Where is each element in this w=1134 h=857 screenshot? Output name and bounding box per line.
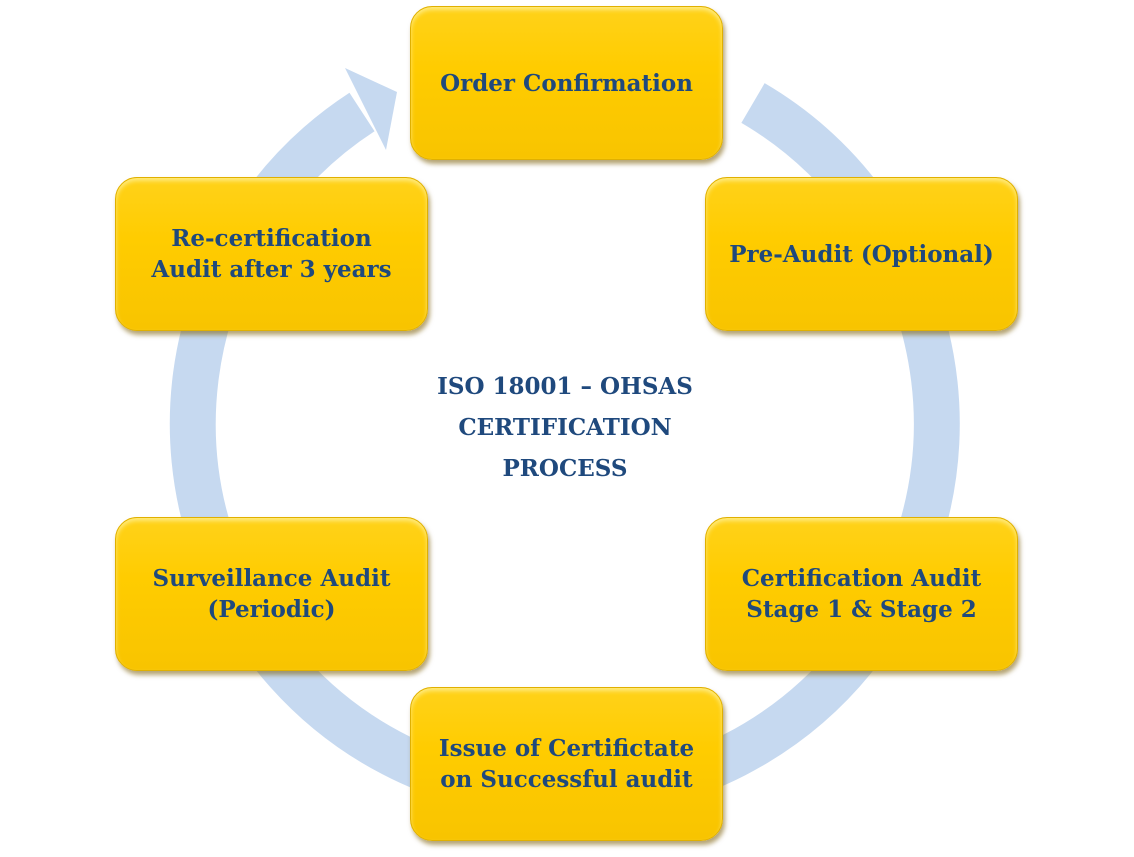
step-label: Audit after 3 years [151,256,392,283]
step-label: Order Confirmation [440,69,693,97]
title-line: PROCESS [502,455,628,482]
step-label: (Periodic) [207,596,336,623]
diagram-title: ISO 18001 – OHSAS CERTIFICATION PROCESS [400,366,730,489]
step-label: on Successful audit [440,766,693,793]
step-pre-audit: Pre-Audit (Optional) [705,177,1018,331]
step-label: Certification Audit [741,565,982,592]
step-order-confirmation: Order Confirmation [410,6,723,160]
step-label: Issue of Certifictate [438,735,695,762]
step-label: Surveillance Audit [152,565,391,592]
step-issue-certificate: Issue of Certifictate on Successful audit [410,687,723,841]
cycle-arrowhead [345,68,397,150]
step-label: Re-certification [171,225,372,252]
step-surveillance-audit: Surveillance Audit (Periodic) [115,517,428,671]
title-line: ISO 18001 – OHSAS [437,373,693,400]
title-line: CERTIFICATION [458,414,672,441]
step-label: Stage 1 & Stage 2 [746,596,977,623]
step-label: Pre-Audit (Optional) [729,240,994,268]
